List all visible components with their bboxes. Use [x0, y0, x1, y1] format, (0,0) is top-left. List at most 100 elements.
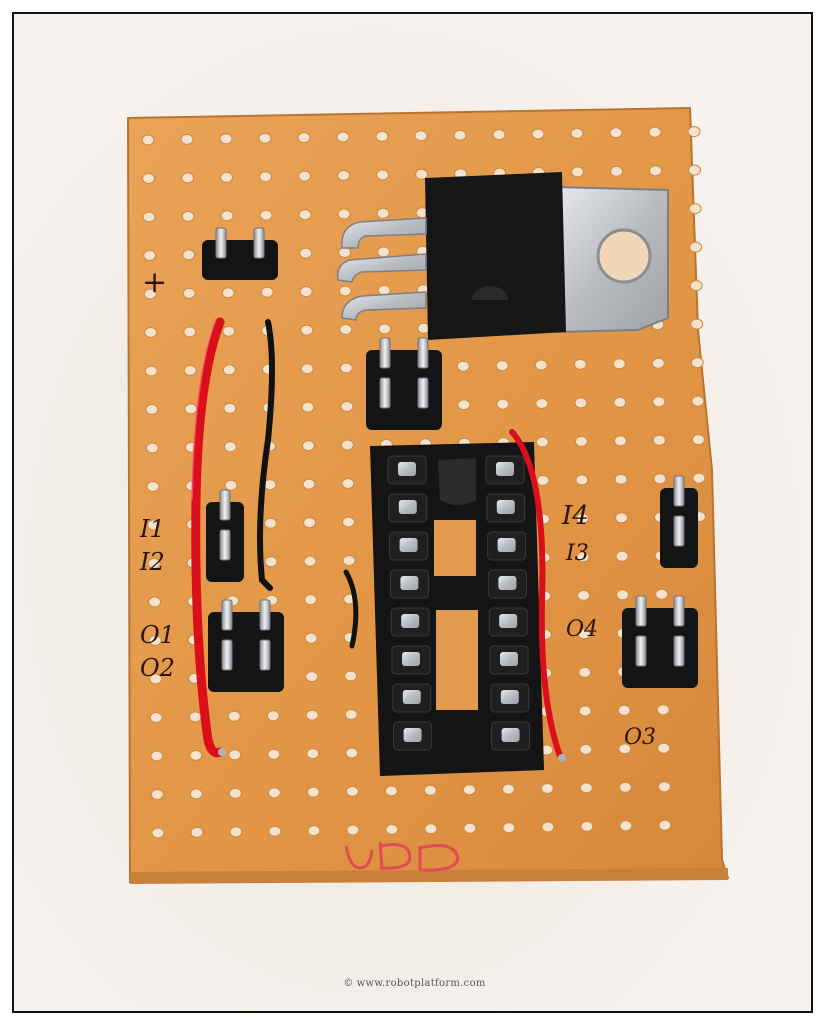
board-hole	[579, 743, 593, 755]
board-hole	[302, 478, 316, 490]
board-hole	[619, 820, 633, 832]
board-hole	[652, 434, 666, 446]
board-hole	[149, 712, 163, 723]
board-hole	[689, 280, 703, 292]
board-hole	[578, 666, 592, 678]
board-hole	[305, 671, 319, 683]
board-hole	[492, 129, 506, 141]
board-hole	[540, 783, 554, 794]
board-hole	[307, 825, 321, 837]
board-hole	[656, 704, 670, 716]
board-hole	[340, 439, 354, 451]
board-hole	[184, 403, 198, 415]
label-o2: O2	[140, 654, 175, 682]
board-hole	[220, 171, 234, 183]
label-o3: O3	[624, 725, 656, 750]
board-hole	[260, 286, 274, 298]
board-hole	[182, 287, 196, 299]
board-hole	[228, 749, 242, 761]
board-hole	[221, 287, 235, 299]
label-o4: O4	[566, 617, 598, 642]
board-hole	[337, 170, 351, 181]
board-hole	[618, 781, 632, 793]
board-hole	[690, 318, 704, 330]
board-hole	[298, 209, 312, 221]
board-hole	[183, 326, 197, 338]
board-hole	[609, 127, 623, 139]
socket-contact	[387, 455, 427, 485]
board-hole	[456, 360, 470, 372]
board-hole	[577, 589, 591, 601]
board-hole	[299, 286, 313, 298]
board-hole	[535, 398, 549, 409]
board-hole	[534, 359, 548, 371]
credit-text: www.robotplatform.com	[356, 978, 486, 989]
board-hole	[301, 401, 315, 413]
board-hole	[141, 134, 155, 146]
board-hole	[147, 519, 160, 531]
board-hole	[143, 288, 157, 300]
socket-contact	[485, 455, 525, 485]
board-hole	[501, 783, 515, 795]
board-hole	[344, 709, 358, 720]
output-header-o3-o4	[622, 595, 698, 688]
board-hole	[338, 247, 352, 258]
board-hole	[574, 397, 588, 409]
board-hole	[338, 285, 352, 297]
board-hole	[223, 402, 237, 414]
board-hole	[495, 360, 509, 372]
board-hole	[688, 203, 702, 215]
socket-contact	[392, 683, 432, 713]
board-hole	[342, 516, 355, 528]
board-hole	[180, 133, 194, 145]
board-hole	[655, 588, 669, 600]
board-hole	[691, 434, 705, 446]
board-hole	[150, 789, 164, 800]
socket-contacts	[387, 455, 531, 751]
label-o1: O1	[140, 621, 175, 649]
board-hole	[181, 172, 195, 184]
board-hole	[577, 628, 591, 640]
board-hole	[304, 594, 318, 606]
board-hole	[613, 396, 627, 408]
board-hole	[222, 364, 236, 376]
red-marking	[344, 841, 460, 872]
board-hole	[151, 827, 165, 839]
board-hole	[148, 635, 162, 646]
board-hole	[147, 558, 161, 569]
board-hole	[385, 823, 399, 835]
board-hole	[229, 826, 243, 838]
board-hole	[575, 474, 589, 486]
label-i3: I3	[565, 541, 589, 566]
board-hole	[657, 781, 671, 793]
board-hole	[423, 784, 437, 796]
ic-socket-16pin	[370, 442, 544, 776]
board-hole	[615, 512, 628, 524]
board-hole	[346, 824, 360, 836]
board-hole	[148, 596, 162, 608]
socket-contact	[486, 493, 526, 523]
board-hole	[224, 479, 238, 491]
board-hole	[336, 131, 350, 143]
black-link	[343, 569, 359, 649]
board-hole	[689, 241, 703, 253]
board-hole	[145, 404, 159, 415]
board-hole	[339, 362, 353, 374]
board-hole	[266, 710, 280, 722]
label-i4: I4	[561, 501, 589, 531]
board-hole	[227, 710, 241, 722]
socket-contact	[489, 645, 529, 675]
board-hole	[574, 435, 588, 447]
board-hole	[576, 512, 589, 524]
board-hole	[616, 589, 630, 601]
board-hole	[306, 786, 320, 798]
board-hole	[220, 210, 234, 222]
board-hole	[182, 249, 196, 261]
board-hole	[300, 363, 314, 375]
board-hole	[264, 517, 277, 529]
board-hole	[344, 670, 358, 682]
board-hole	[345, 786, 359, 797]
board-hole	[258, 132, 272, 144]
socket-contact	[487, 569, 527, 599]
board-hole	[223, 441, 237, 453]
